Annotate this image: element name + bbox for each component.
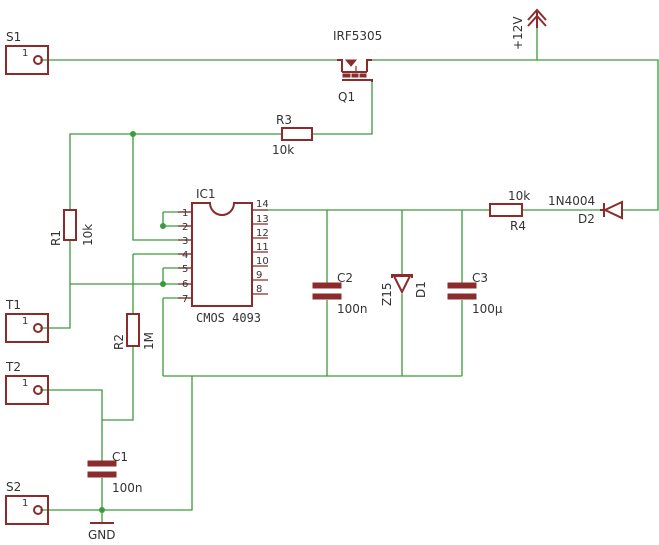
ic1-pin-4: 4 xyxy=(182,250,188,261)
mosfet-q1[interactable]: IRF5305 Q1 xyxy=(333,29,382,104)
connector-s2-pin: 1 xyxy=(22,498,28,509)
ic1-pin-9: 9 xyxy=(256,270,262,281)
ic1-pin-11: 11 xyxy=(256,242,269,253)
resistor-r1[interactable]: R1 10k xyxy=(49,209,95,246)
ic1-value: CMOS 4093 xyxy=(196,311,261,325)
resistor-r3-value: 10k xyxy=(272,143,294,157)
connector-s2-label: S2 xyxy=(6,480,21,494)
resistor-r4-value: 10k xyxy=(508,189,530,203)
capacitor-c3[interactable]: C3 100µ xyxy=(447,271,503,316)
diode-d2-value: 1N4004 xyxy=(548,194,595,208)
ic1-pin-10: 10 xyxy=(256,256,269,267)
resistor-r2-name: R2 xyxy=(112,334,126,350)
zener-d1-name: D1 xyxy=(414,281,428,298)
capacitor-c1-value: 100n xyxy=(112,481,143,495)
supply-12v-label: +12V xyxy=(511,16,525,50)
ic1-pin-6: 6 xyxy=(182,279,188,290)
ic1-pin-1: 1 xyxy=(182,208,188,219)
ic1-pin-8: 8 xyxy=(256,284,262,295)
capacitor-c3-name: C3 xyxy=(472,271,488,285)
resistor-r3-name: R3 xyxy=(276,113,292,127)
resistor-r4[interactable]: 10k R4 xyxy=(489,189,530,233)
resistor-r3[interactable]: R3 10k xyxy=(272,113,313,157)
connector-s1[interactable]: S1 1 xyxy=(5,30,49,75)
diode-d2[interactable]: 1N4004 D2 xyxy=(548,194,623,226)
resistor-r1-name: R1 xyxy=(49,230,63,246)
supply-12v: +12V xyxy=(511,8,547,50)
connector-t1-pin: 1 xyxy=(22,316,28,327)
connector-t2[interactable]: T2 1 xyxy=(5,360,49,405)
capacitor-c1-name: C1 xyxy=(112,450,128,464)
junctions xyxy=(99,131,166,513)
capacitor-c1[interactable]: C1 100n xyxy=(87,450,143,495)
zener-d1-value: Z15 xyxy=(380,283,394,307)
connector-s2[interactable]: S2 1 xyxy=(5,480,49,525)
resistor-r2-value: 1M xyxy=(142,332,156,350)
mosfet-q1-name: Q1 xyxy=(338,90,355,104)
ic1-pin-2: 2 xyxy=(182,222,188,233)
capacitor-c3-value: 100µ xyxy=(472,302,503,316)
resistor-r2[interactable]: R2 1M xyxy=(112,313,156,350)
ic1-pin-12: 12 xyxy=(256,228,269,239)
ic1-pin-14: 14 xyxy=(256,199,269,210)
connector-t1[interactable]: T1 1 xyxy=(5,298,49,343)
mosfet-q1-value: IRF5305 xyxy=(333,29,382,43)
resistor-r1-value: 10k xyxy=(81,224,95,246)
zener-d1[interactable]: Z15 D1 xyxy=(380,274,428,307)
diode-d2-name: D2 xyxy=(578,212,595,226)
ground-label: GND xyxy=(88,528,116,542)
resistor-r4-name: R4 xyxy=(510,219,526,233)
connector-t2-pin: 1 xyxy=(22,378,28,389)
ic1-pin-5: 5 xyxy=(182,264,188,275)
wires xyxy=(40,28,659,522)
ic1-chip[interactable]: IC1 CMOS 4093 1 2 3 4 5 6 7 14 13 12 11 … xyxy=(178,187,269,325)
capacitor-c2-value: 100n xyxy=(337,302,368,316)
connector-t1-label: T1 xyxy=(5,298,21,312)
capacitor-c2[interactable]: C2 100n xyxy=(312,271,368,316)
connector-s1-pin: 1 xyxy=(22,48,28,59)
capacitor-c2-name: C2 xyxy=(337,271,353,285)
ic1-name: IC1 xyxy=(196,187,216,201)
ground-symbol: GND xyxy=(88,522,116,542)
ic1-pin-3: 3 xyxy=(182,236,188,247)
connector-t2-label: T2 xyxy=(5,360,21,374)
connector-s1-label: S1 xyxy=(6,30,21,44)
ic1-pin-7: 7 xyxy=(182,294,188,305)
ic1-pin-13: 13 xyxy=(256,214,269,225)
